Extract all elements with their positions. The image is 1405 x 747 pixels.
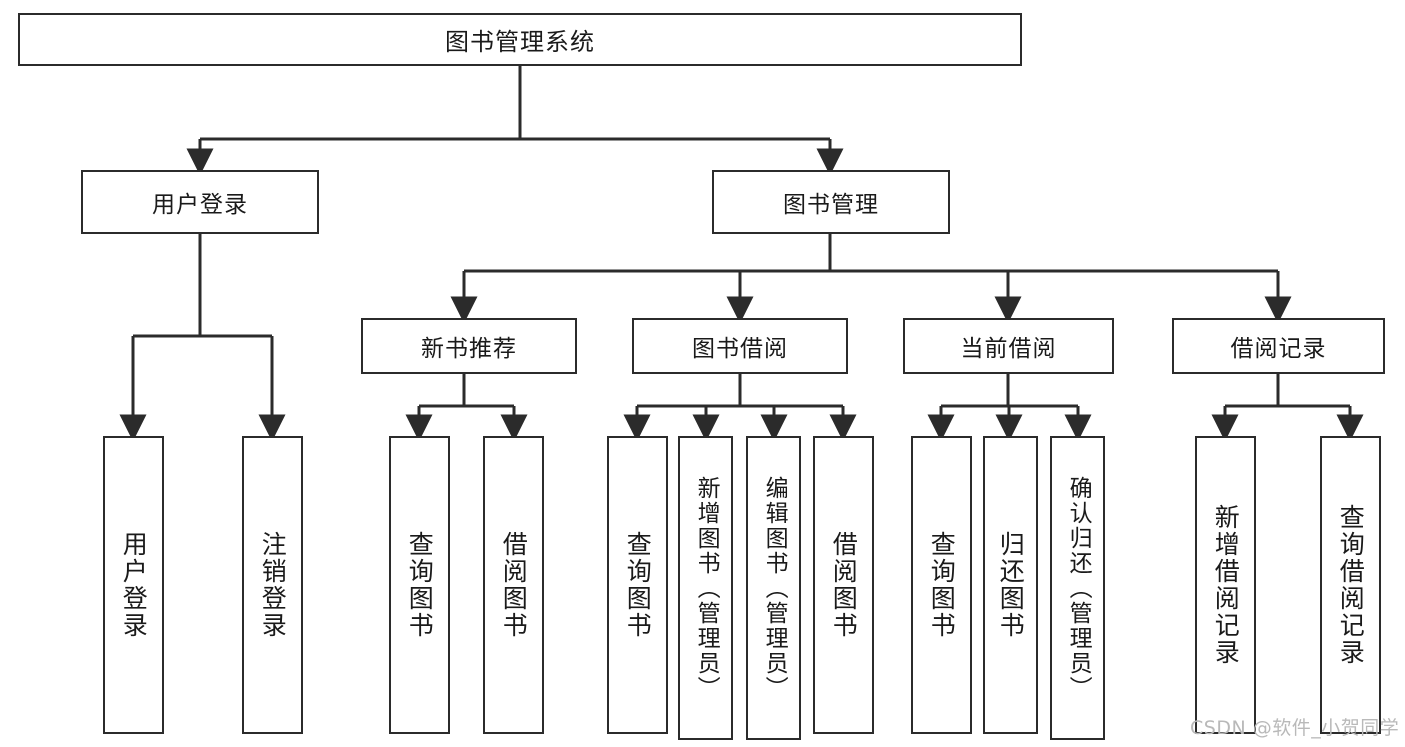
node-user-login-label: 用户登录 <box>152 192 248 218</box>
leaf-query-borrow-record-label: 查询借阅记录 <box>1336 504 1366 666</box>
node-user-login[interactable]: 用户登录 <box>81 170 319 234</box>
node-borrow-records[interactable]: 借阅记录 <box>1172 318 1385 374</box>
leaf-borrow-book-label: 借阅图书 <box>829 531 859 639</box>
watermark: CSDN @软件_小贺同学 <box>1190 717 1400 739</box>
leaf-add-book-admin-label: 新增图书（管理员） <box>693 475 720 701</box>
leaf-user-login-label: 用户登录 <box>119 531 149 639</box>
leaf-confirm-return-admin-label: 确认归还（管理员） <box>1065 475 1092 701</box>
node-borrow-records-label: 借阅记录 <box>1230 336 1327 362</box>
leaf-borrow-book[interactable]: 借阅图书 <box>813 436 874 734</box>
node-new-book-recommend[interactable]: 新书推荐 <box>361 318 577 374</box>
leaf-return-book[interactable]: 归还图书 <box>983 436 1038 734</box>
leaf-new-book-query-label: 查询图书 <box>405 531 435 639</box>
node-book-management-label: 图书管理 <box>783 192 879 218</box>
leaf-logout-label: 注销登录 <box>258 531 288 639</box>
leaf-edit-book-admin-label: 编辑图书（管理员） <box>761 475 788 701</box>
node-book-borrow[interactable]: 图书借阅 <box>632 318 848 374</box>
node-current-borrow[interactable]: 当前借阅 <box>903 318 1114 374</box>
leaf-confirm-return-admin[interactable]: 确认归还（管理员） <box>1050 436 1105 740</box>
leaf-query-borrow-record[interactable]: 查询借阅记录 <box>1320 436 1381 734</box>
node-book-management[interactable]: 图书管理 <box>712 170 950 234</box>
leaf-current-query-label: 查询图书 <box>927 531 957 639</box>
leaf-return-book-label: 归还图书 <box>996 531 1026 639</box>
leaf-new-book-query[interactable]: 查询图书 <box>389 436 450 734</box>
node-book-borrow-label: 图书借阅 <box>692 336 788 362</box>
leaf-edit-book-admin[interactable]: 编辑图书（管理员） <box>746 436 801 740</box>
leaf-logout[interactable]: 注销登录 <box>242 436 303 734</box>
leaf-new-book-borrow-label: 借阅图书 <box>499 531 529 639</box>
leaf-add-book-admin[interactable]: 新增图书（管理员） <box>678 436 733 740</box>
leaf-user-login[interactable]: 用户登录 <box>103 436 164 734</box>
leaf-borrow-query[interactable]: 查询图书 <box>607 436 668 734</box>
node-root[interactable]: 图书管理系统 <box>18 13 1022 66</box>
leaf-borrow-query-label: 查询图书 <box>623 531 653 639</box>
leaf-new-book-borrow[interactable]: 借阅图书 <box>483 436 544 734</box>
leaf-add-borrow-record-label: 新增借阅记录 <box>1211 504 1241 666</box>
node-current-borrow-label: 当前借阅 <box>960 336 1057 362</box>
leaf-add-borrow-record[interactable]: 新增借阅记录 <box>1195 436 1256 734</box>
node-root-label: 图书管理系统 <box>445 28 595 56</box>
node-new-book-recommend-label: 新书推荐 <box>421 336 517 362</box>
leaf-current-query[interactable]: 查询图书 <box>911 436 972 734</box>
